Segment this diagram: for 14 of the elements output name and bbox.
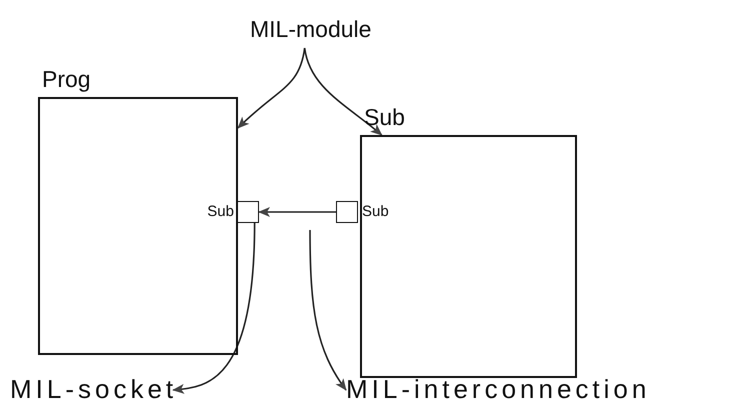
arrow: [258, 207, 336, 217]
arrow: [304, 48, 382, 136]
socket-square: [237, 201, 259, 223]
text-label: MIL-module: [250, 16, 372, 48]
module-heading: Sub: [364, 104, 405, 131]
text-label: MIL-interconnection: [346, 374, 650, 406]
arrow: [237, 48, 306, 129]
leader-arrow: [309, 230, 347, 391]
socket-square: [336, 201, 358, 223]
port-label: Sub: [207, 203, 234, 220]
module-heading: Prog: [42, 66, 91, 93]
text-label: MIL-socket: [10, 374, 178, 406]
port-label: Sub: [362, 203, 389, 220]
arrow: [172, 222, 256, 394]
